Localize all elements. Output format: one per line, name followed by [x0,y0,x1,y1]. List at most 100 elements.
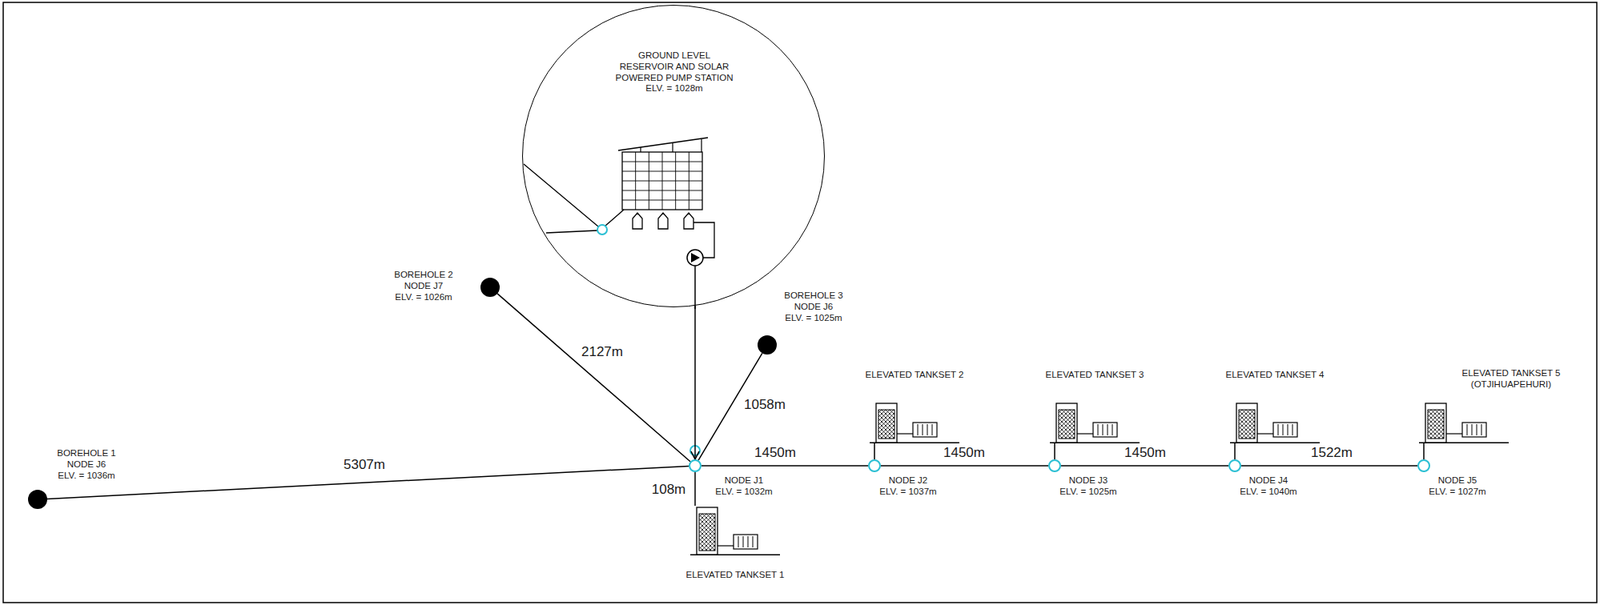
node-text: NODE J1 [715,475,772,487]
panel-grid-line [622,200,703,202]
tank-unit [733,534,758,550]
node-text: BOREHOLE 1 [56,448,117,460]
panel-grid-line [622,180,703,182]
node-text: ELV. = 1032m [715,486,772,499]
node-label: BOREHOLE 3NODE J6ELV. = 1025m [783,290,844,324]
tank-fin [747,536,749,548]
junction-node: NODE J3ELV. = 1025m [1048,459,1062,473]
tank-pipe [1257,433,1274,435]
pipe-line [1423,443,1425,460]
node-label: ELEVATED TANKSET 1 [686,570,785,582]
pump-triangle [691,253,700,263]
node-text: ELEVATED TANKSET 1 [686,570,785,582]
tank-fin [743,536,744,548]
node-text: ELEVATED TANKSET 2 [865,369,965,382]
inlet-junction [597,225,608,235]
pipe-line [1241,465,1418,467]
node-label: BOREHOLE 2NODE J7ELV. = 1026m [393,269,454,303]
tankset-icon: ELEVATED TANKSET 3 [1049,402,1140,444]
node-text: BOREHOLE 2 [393,269,454,282]
tank-tower [1056,403,1078,443]
node-label: NODE J2ELV. = 1037m [879,475,937,499]
tank-symbol [632,213,694,230]
node-label: ELEVATED TANKSET 4 [1226,369,1325,382]
tank-fin [927,424,929,436]
node-text: NODE J2 [879,475,937,487]
tank-unit [912,422,937,438]
node-label: NODE J1ELV. = 1032m [715,475,772,499]
node-text: ELV. = 1027m [1428,486,1486,499]
tank-body [1238,410,1255,439]
tank-fin [1467,424,1468,436]
tank-fin [1471,424,1473,436]
node-text: POWERED PUMP STATION [615,72,734,85]
node-text: GROUND LEVEL [615,50,734,62]
junction-node: NODE J2ELV. = 1037m [868,459,881,473]
panel-grid-line [622,190,703,192]
node-label: ELEVATED TANKSET 5(OTJIHUAPEHURI) [1462,368,1561,391]
pump-symbol [687,249,704,266]
tank-fin [1097,424,1099,436]
tankset-icon: ELEVATED TANKSET 5(OTJIHUAPEHURI) [1419,402,1509,444]
reservoir-circle: GROUND LEVELRESERVOIR AND SOLARPOWERED P… [522,4,825,308]
tank-pipe [1077,433,1094,435]
node-label: NODE J4ELV. = 1040m [1239,475,1297,499]
pipe-length: 2127m [578,344,626,361]
panel-frame [622,152,703,210]
tank-unit [1273,422,1298,438]
node-text: ELV. = 1036m [56,470,117,483]
tank-pipe [896,433,913,435]
panel-strut [640,139,702,153]
tankset-drawing [690,506,780,556]
tank-fin [1287,424,1289,436]
tank-fin [1112,424,1114,436]
inlet-pipe [523,164,624,234]
pipe-line [701,465,869,467]
node-text: NODE J4 [1239,475,1297,487]
junction-node: NODE J1ELV. = 1032m [688,459,702,473]
tank-body [1427,410,1444,439]
pipe-length: 1058m [741,397,788,414]
pipe-length: 1450m [940,445,988,462]
tankset-drawing [869,402,960,444]
tank-fin [738,536,740,548]
tank-fin [1292,424,1294,436]
node-label: NODE J5ELV. = 1027m [1428,475,1486,499]
node-text: NODE J6 [783,301,844,314]
node-text: (OTJIHUAPEHURI) [1462,379,1561,391]
pipe-length: 5307m [341,457,388,474]
tank-pipe [1446,433,1463,435]
pipe-length: 1450m [751,445,799,462]
pipe-length: 1450m [1121,445,1169,462]
tank-fin [917,424,919,436]
tank-fin [1476,424,1478,436]
node-text: ELV. = 1040m [1239,486,1297,499]
tank-fin [1282,424,1284,436]
panel-grid-line [688,152,690,210]
pipe-line [873,443,876,460]
node-text: ELV. = 1025m [783,313,844,325]
pipe-line [1234,443,1236,460]
junction-node: NODE J5ELV. = 1027m [1417,459,1431,473]
tank-fin [1481,424,1483,436]
tank-body [878,410,895,439]
tankset-drawing [1419,402,1509,444]
pipe-line [1053,443,1056,460]
tankset-icon: ELEVATED TANKSET 2 [869,402,960,444]
node-label: BOREHOLE 1NODE J6ELV. = 1036m [56,448,117,482]
node-text: ELEVATED TANKSET 4 [1226,369,1325,382]
pipe-line [1061,465,1229,467]
node-text: NODE J6 [56,459,117,471]
panel-roof [618,137,708,151]
node-text: ELV. = 1037m [879,486,937,499]
node-label: GROUND LEVELRESERVOIR AND SOLARPOWERED P… [615,50,734,95]
tank-fin [752,536,754,548]
pipe-length: 1522m [1308,445,1355,462]
node-text: NODE J5 [1428,475,1486,487]
tankset-icon: ELEVATED TANKSET 1 [690,506,780,556]
tank-tower [876,403,897,443]
tankset-drawing [1049,402,1140,444]
pipe-line [694,472,696,507]
tank-tower [1236,403,1258,443]
